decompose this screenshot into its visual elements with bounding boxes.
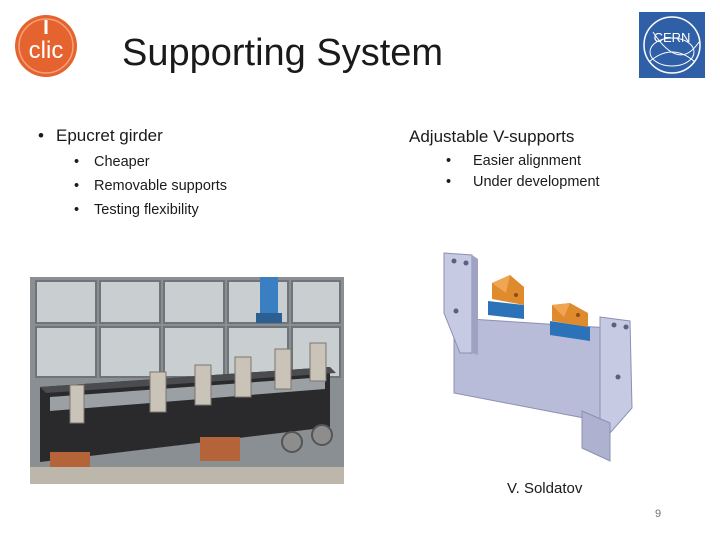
list-item-text: Under development: [473, 174, 600, 190]
left-sub-list: • Cheaper • Removable supports • Testing fl…: [74, 154, 227, 226]
list-item-text: Easier alignment: [473, 153, 581, 169]
page-number: 9: [655, 508, 662, 520]
girder-photo: [30, 277, 344, 484]
list-item-text: Removable supports: [94, 178, 227, 194]
slide-title: Supporting System: [122, 32, 444, 74]
list-item-text: Cheaper: [94, 154, 150, 170]
clic-logo: clic: [14, 14, 78, 78]
bullet-dot-icon: •: [74, 154, 80, 170]
cern-logo: CERN: [639, 12, 705, 78]
list-item: • Removable supports: [74, 178, 227, 202]
bullet-dot-icon: •: [38, 126, 44, 145]
image-credit: V. Soldatov: [507, 480, 583, 497]
bullet-dot-icon: •: [446, 174, 452, 190]
list-item: • Under development: [446, 174, 600, 195]
list-item: • Cheaper: [74, 154, 227, 178]
bullet-dot-icon: •: [74, 178, 80, 194]
right-heading: Adjustable V-supports: [409, 127, 575, 146]
bullet-dot-icon: •: [446, 153, 452, 169]
cern-logo-text: CERN: [654, 30, 691, 45]
v-support-cad-image: [432, 243, 652, 468]
list-item-text: Testing flexibility: [94, 202, 199, 218]
left-heading: Epucret girder: [56, 126, 163, 145]
clic-logo-text: clic: [29, 37, 64, 64]
right-sub-list: • Easier alignment • Under development: [446, 153, 600, 195]
bullet-dot-icon: •: [74, 202, 80, 218]
list-item: • Testing flexibility: [74, 202, 227, 226]
epucret-girder-bullet: • Epucret girder: [38, 126, 163, 146]
list-item: • Easier alignment: [446, 153, 600, 174]
